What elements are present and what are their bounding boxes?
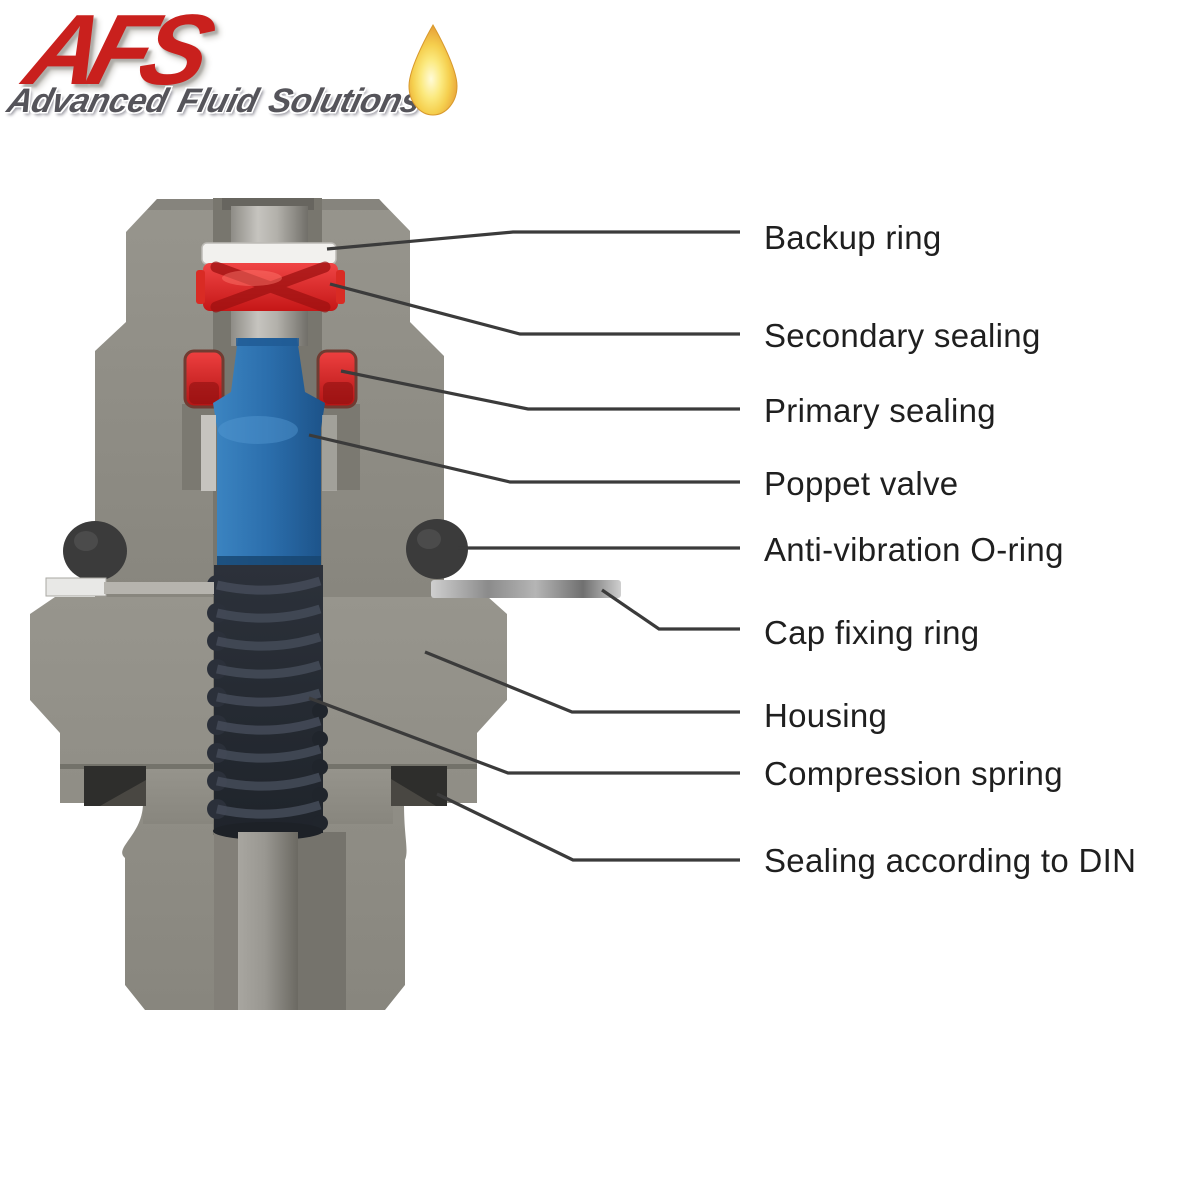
- poppet-collar-highlight: [218, 416, 298, 444]
- diagram-label-primary-sealing: Primary sealing: [764, 392, 996, 429]
- primary-sealing-right-shade: [323, 382, 353, 404]
- leader-secondary-sealing: [329, 282, 740, 336]
- backup-ring-part: [201, 242, 337, 265]
- leader-sealing-din: [436, 792, 740, 862]
- valve-stem-lower: [238, 832, 298, 1010]
- anti-vibration-o-ring-left: [63, 521, 127, 581]
- leader-lines: [308, 230, 740, 862]
- cap-fixing-ring-left: [45, 577, 107, 597]
- secondary-sealing-highlight: [222, 270, 282, 286]
- cap-fixing-ring-left-inner: [104, 582, 214, 594]
- diagram-label-housing: Housing: [764, 697, 888, 734]
- anti-vibration-o-ring-left-highlight: [74, 531, 98, 551]
- diagram-label-sealing-din: Sealing according to DIN: [764, 842, 1137, 879]
- secondary-sealing-nub-left: [196, 270, 205, 304]
- diagram-label-compression-spring: Compression spring: [764, 755, 1063, 792]
- poppet-bottom-shadow: [217, 556, 321, 567]
- oil-drop-icon: [402, 22, 464, 120]
- diagram-label-backup-ring: Backup ring: [764, 219, 942, 256]
- leader-backup-ring: [326, 230, 740, 251]
- leader-cap-fixing-ring: [601, 588, 740, 631]
- diagram-label-anti-vibration-o-ring: Anti-vibration O-ring: [764, 531, 1064, 568]
- diagram-label-secondary-sealing: Secondary sealing: [764, 317, 1041, 354]
- din-seal-left-facet: [100, 780, 146, 806]
- din-seal-right-facet: [391, 779, 436, 806]
- leader-poppet-valve: [308, 433, 740, 484]
- bore-shadow-bottom-right: [298, 832, 346, 1010]
- leader-primary-sealing: [340, 369, 740, 411]
- poppet-neck-shadow: [236, 338, 299, 346]
- anti-vibration-o-ring-right-highlight: [417, 529, 441, 549]
- diagram-label-poppet-valve: Poppet valve: [764, 465, 959, 502]
- secondary-sealing-x-pattern: [210, 261, 331, 313]
- leader-compression-spring: [308, 696, 740, 775]
- cap-fixing-ring-right: [431, 580, 621, 598]
- primary-sealing-left-shade: [189, 382, 219, 404]
- bore-shadow-bottom-left: [214, 832, 238, 1010]
- poppet-valve-part: [213, 338, 325, 567]
- pocket-highlight-right: [322, 415, 337, 491]
- diagram-label-cap-fixing-ring: Cap fixing ring: [764, 614, 980, 651]
- spring-coil-ridges: [216, 576, 322, 819]
- afs-logo: AFS Advanced Fluid Solutions: [0, 0, 480, 140]
- pocket-highlight-left: [201, 415, 216, 491]
- leader-housing: [424, 650, 740, 714]
